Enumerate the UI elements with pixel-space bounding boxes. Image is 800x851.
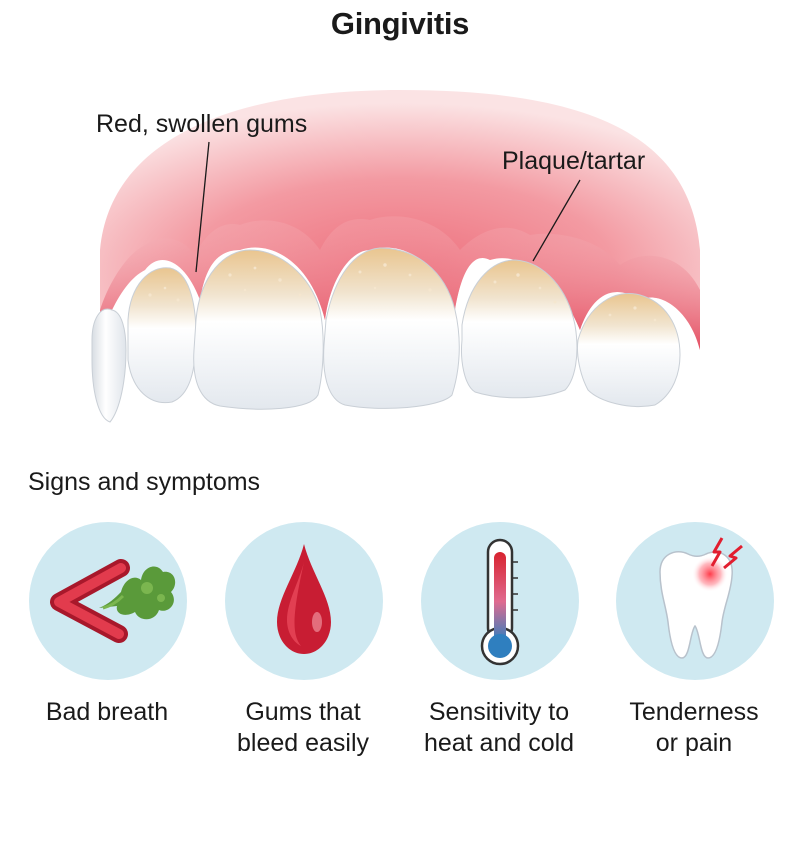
page-title: Gingivitis (330, 6, 470, 41)
bad-breath-icon (50, 559, 176, 643)
plaque-leader-line (532, 179, 581, 262)
symptom-caption: Sensitivity to heat and cold (423, 698, 575, 757)
tooth-right-lateral (461, 259, 578, 399)
symptom-bad-breath: Bad breath (7, 522, 207, 782)
plaque-speckles (148, 263, 657, 322)
tooth-far-left (91, 308, 127, 423)
blood-drop-icon (277, 544, 331, 654)
painful-tooth-icon (659, 537, 743, 659)
section-heading: Signs and symptoms (28, 468, 261, 496)
tooth-right-canine (577, 293, 681, 408)
symptom-sensitivity: Sensitivity to heat and cold (399, 522, 599, 782)
symptom-circle (616, 522, 774, 680)
tooth-right-central (323, 247, 460, 409)
symptom-bleeding-gums: Gums that bleed easily (203, 522, 403, 782)
symptom-caption: Bad breath (45, 698, 169, 726)
symptom-circle (225, 522, 383, 680)
gums-leader-line (195, 141, 210, 273)
symptom-circle (421, 522, 579, 680)
symptom-caption: Gums that bleed easily (236, 698, 370, 757)
inflamed-gum-line (100, 216, 700, 350)
gingivitis-teeth-illustration (91, 90, 700, 423)
tooth-left-central (193, 249, 324, 410)
gums-label: Red, swollen gums (96, 110, 308, 138)
symptom-caption: Tenderness or pain (629, 698, 759, 757)
symptom-tenderness: Tenderness or pain (594, 522, 794, 782)
thermometer-icon (480, 538, 520, 666)
tooth-left-lateral (127, 267, 197, 404)
plaque-label: Plaque/tartar (502, 147, 646, 175)
symptom-circle (29, 522, 187, 680)
